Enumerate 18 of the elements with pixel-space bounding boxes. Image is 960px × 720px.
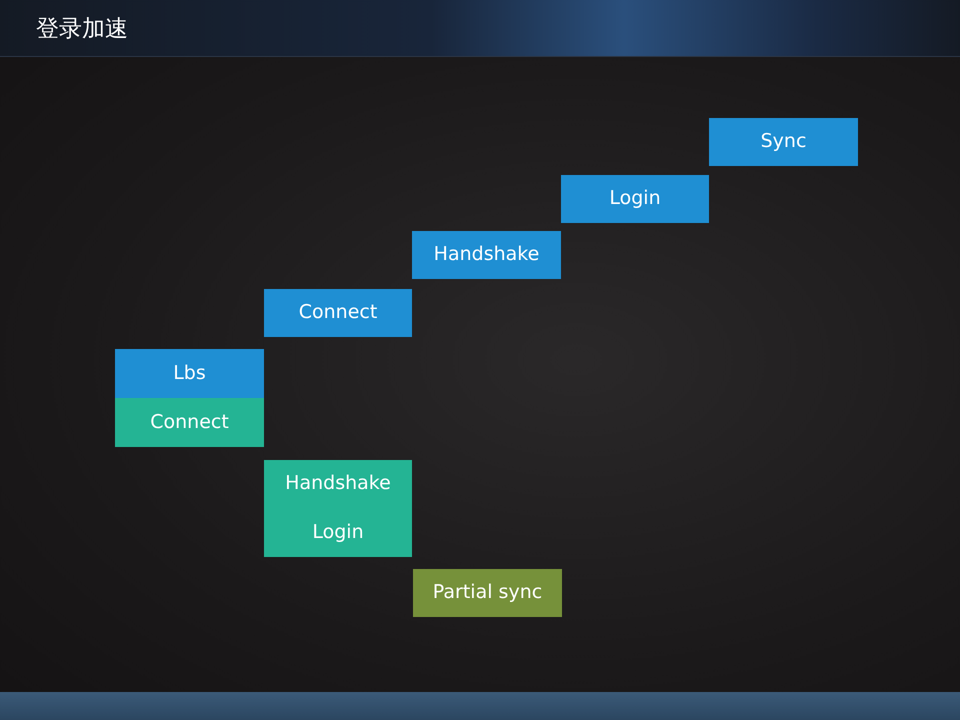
step-label: Handshake <box>434 243 540 267</box>
step-label: Handshake <box>285 472 391 496</box>
step-box <box>561 175 709 223</box>
step-box <box>115 398 264 447</box>
step-box <box>264 289 412 337</box>
slide-title: 登录加速 <box>36 15 128 44</box>
step-label: Sync <box>760 130 806 154</box>
step-label: Lbs <box>173 362 206 386</box>
step-box <box>115 349 264 398</box>
step-label: Connect <box>150 410 229 434</box>
step-box <box>413 569 562 617</box>
step-label: Partial sync <box>432 581 542 605</box>
step-box <box>709 118 858 166</box>
step-box <box>264 460 412 557</box>
step-label: Login <box>312 520 364 545</box>
step-label: Connect <box>298 301 378 325</box>
step-label: Login <box>609 187 661 211</box>
step-box <box>412 231 561 279</box>
